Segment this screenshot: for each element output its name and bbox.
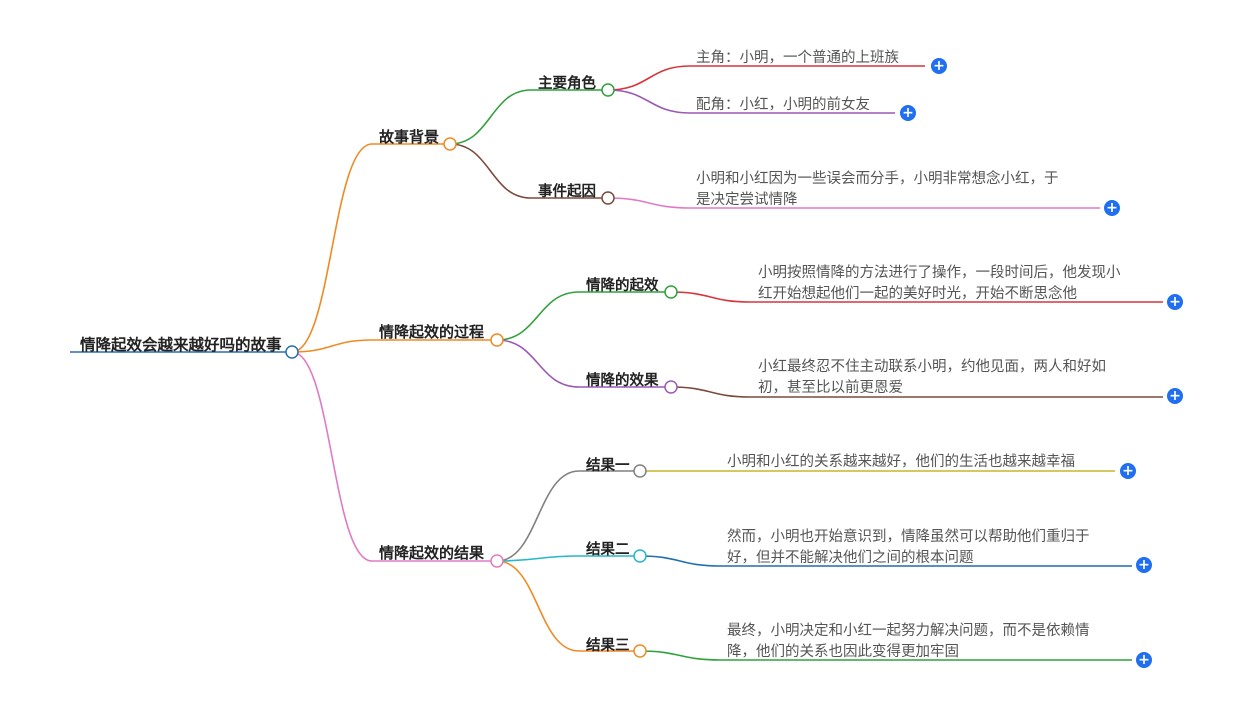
expand-plus-icon[interactable]: +: [931, 58, 947, 74]
leaf-line: 小明和小红因为一些误会而分手，小明非常想念小红，于: [696, 171, 1059, 187]
subtopic-connector: [496, 470, 580, 562]
leaf-line: 最终，小明决定和小红一起努力解决问题，而不是依赖情: [727, 623, 1090, 639]
subtopic-event-cause[interactable]: 事件起因: [538, 184, 596, 200]
leaf-connector: [670, 291, 1163, 303]
leaf-supporting-role[interactable]: 配角：小红，小明的前女友: [696, 95, 870, 116]
branch-node-dot[interactable]: [490, 554, 504, 568]
subtopic-main-characters[interactable]: 主要角色: [538, 76, 596, 92]
subtopic-effect-outcome[interactable]: 情降的效果: [586, 373, 659, 389]
subtopic-node-dot[interactable]: [601, 191, 615, 205]
branch-connector: [291, 143, 373, 353]
leaf-line: 主角：小明，一个普通的上班族: [696, 50, 899, 66]
subtopic-result-one[interactable]: 结果一: [586, 458, 630, 474]
leaf-line: 小红最终忍不住主动联系小明，约他见面，两人和好如: [758, 359, 1106, 375]
leaf-line: 配角：小红，小明的前女友: [696, 97, 870, 113]
subtopic-node-dot[interactable]: [633, 549, 647, 563]
leaf-connector: [607, 65, 925, 91]
expand-plus-icon[interactable]: +: [1167, 388, 1183, 404]
expand-plus-icon[interactable]: +: [1167, 294, 1183, 310]
branch-connector: [291, 339, 373, 353]
branch-topic-result[interactable]: 情降起效的结果: [379, 545, 485, 562]
leaf-connector: [639, 555, 1132, 567]
leaf-effect-outcome[interactable]: 小红最终忍不住主动联系小明，约他见面，两人和好如 初，甚至比以前更恩爱: [758, 357, 1106, 399]
subtopic-connector: [449, 143, 532, 199]
root-topic[interactable]: 情降起效会越来越好吗的故事: [80, 337, 282, 354]
leaf-connector: [607, 89, 895, 114]
branch-node-dot[interactable]: [443, 137, 457, 151]
expand-plus-icon[interactable]: +: [1104, 200, 1120, 216]
leaf-line: 是决定尝试情降: [696, 192, 798, 208]
leaf-line: 小明按照情降的方法进行了操作，一段时间后，他发现小: [758, 265, 1121, 281]
subtopic-node-dot[interactable]: [633, 644, 647, 658]
leaf-result-one[interactable]: 小明和小红的关系越来越好，他们的生活也越来越幸福: [727, 452, 1075, 473]
expand-plus-icon[interactable]: +: [1136, 652, 1152, 668]
subtopic-node-dot[interactable]: [664, 380, 678, 394]
leaf-line: 初，甚至比以前更恩爱: [758, 380, 903, 396]
leaf-result-three[interactable]: 最终，小明决定和小红一起努力解决问题，而不是依赖情 降，他们的关系也因此变得更加…: [727, 621, 1090, 663]
leaf-event-cause[interactable]: 小明和小红因为一些误会而分手，小明非常想念小红，于 是决定尝试情降: [696, 169, 1059, 211]
subtopic-node-dot[interactable]: [601, 83, 615, 97]
subtopic-connector: [496, 560, 580, 652]
subtopic-connector: [496, 555, 580, 562]
leaf-result-two[interactable]: 然而，小明也开始意识到，情降虽然可以帮助他们重归于 好，但并不能解决他们之间的根…: [727, 527, 1090, 569]
subtopic-result-two[interactable]: 结果二: [586, 542, 630, 558]
root-node-dot[interactable]: [285, 345, 299, 359]
leaf-connector: [670, 386, 1163, 398]
expand-plus-icon[interactable]: +: [900, 105, 916, 121]
subtopic-connector: [496, 339, 580, 388]
leaf-line: 红开始想起他们一起的美好时光，开始不断思念他: [758, 286, 1077, 302]
expand-plus-icon[interactable]: +: [1136, 557, 1152, 573]
leaf-connector: [639, 650, 1132, 661]
subtopic-node-dot[interactable]: [633, 464, 647, 478]
leaf-effect-start[interactable]: 小明按照情降的方法进行了操作，一段时间后，他发现小 红开始想起他们一起的美好时光…: [758, 263, 1121, 305]
subtopic-connector: [496, 291, 580, 341]
leaf-connector: [607, 197, 1100, 209]
leaf-protagonist[interactable]: 主角：小明，一个普通的上班族: [696, 48, 899, 69]
branch-node-dot[interactable]: [490, 333, 504, 347]
subtopic-node-dot[interactable]: [664, 285, 678, 299]
leaf-line: 小明和小红的关系越来越好，他们的生活也越来越幸福: [727, 454, 1075, 470]
branch-topic-process[interactable]: 情降起效的过程: [379, 324, 485, 341]
expand-plus-icon[interactable]: +: [1120, 463, 1136, 479]
leaf-line: 降，他们的关系也因此变得更加牢固: [727, 644, 959, 660]
branch-connector: [291, 351, 373, 562]
subtopic-effect-start[interactable]: 情降的起效: [586, 278, 659, 294]
leaf-line: 好，但并不能解决他们之间的根本问题: [727, 550, 974, 566]
branch-topic-story-background[interactable]: 故事背景: [379, 129, 440, 146]
leaf-line: 然而，小明也开始意识到，情降虽然可以帮助他们重归于: [727, 529, 1090, 545]
subtopic-connector: [449, 89, 532, 145]
subtopic-result-three[interactable]: 结果三: [586, 638, 630, 654]
